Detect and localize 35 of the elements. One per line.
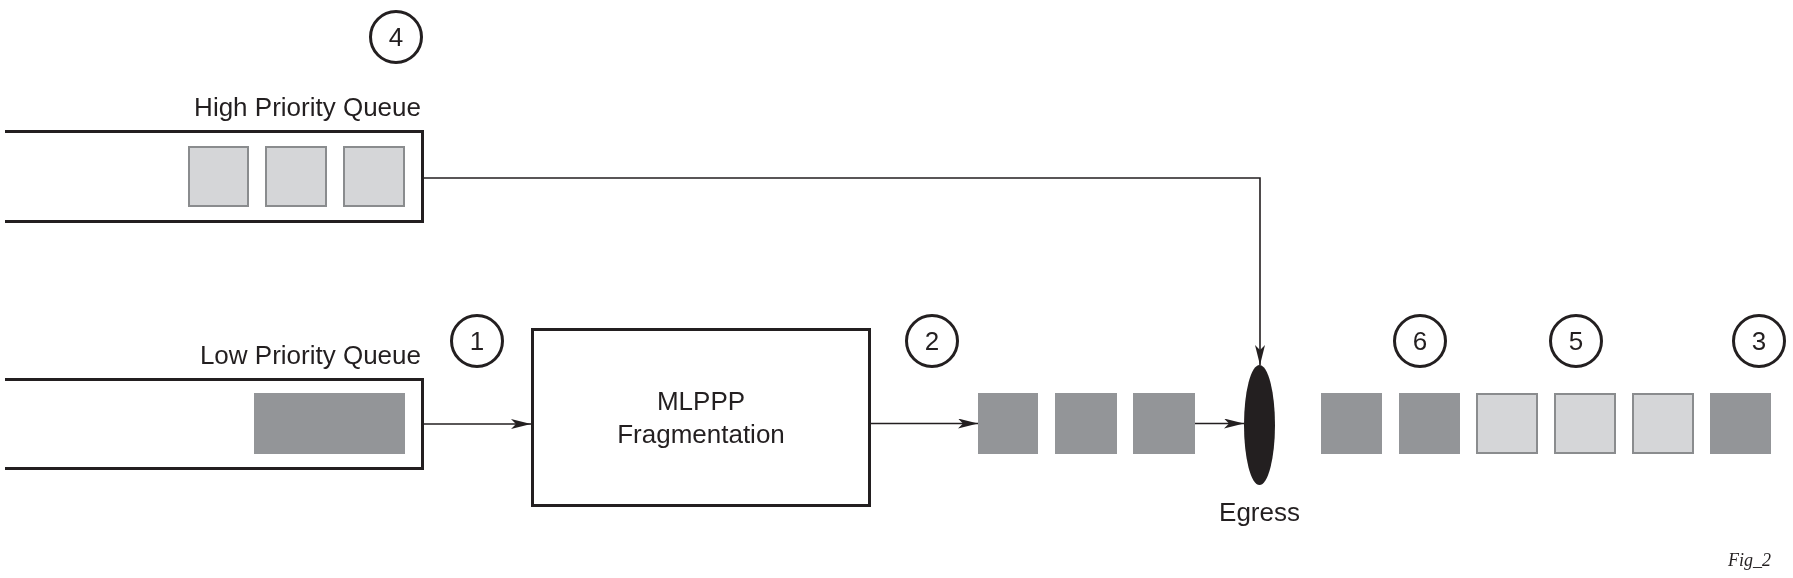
egress-label: Egress [1219,497,1300,528]
packet-block [343,146,405,207]
callout-circle [1393,314,1447,368]
packet-block [265,146,327,207]
packet-block [254,393,405,454]
process-box [531,328,871,507]
arrow [1194,418,1245,429]
figure-number: Fig_2 [1728,550,1771,571]
callout-circle [369,10,423,64]
packet-block [1476,393,1538,454]
packet-block [1632,393,1694,454]
box-label: MLPPP Fragmentation [616,385,786,450]
callout-circle [1732,314,1786,368]
queue-label: High Priority Queue [194,92,421,123]
callout-number: 1 [469,325,485,357]
packet-block [1554,393,1616,454]
callout-number: 5 [1568,325,1584,357]
callout-circle [1549,314,1603,368]
callout-number: 4 [388,21,404,53]
queue-label: Low Priority Queue [199,340,421,371]
packet-block [1399,393,1460,454]
packet-block [1321,393,1382,454]
packet-block [1710,393,1771,454]
packet-block [978,393,1038,454]
callout-circle [905,314,959,368]
callout-number: 6 [1412,325,1428,357]
callout-number: 3 [1751,325,1767,357]
packet-block [188,146,249,207]
arrow [423,419,532,429]
packet-block [1055,393,1117,454]
callout-number: 2 [924,325,940,357]
arrow [870,418,979,429]
callout-circle [450,314,504,368]
packet-block [1133,393,1195,454]
arrow [423,177,1265,366]
